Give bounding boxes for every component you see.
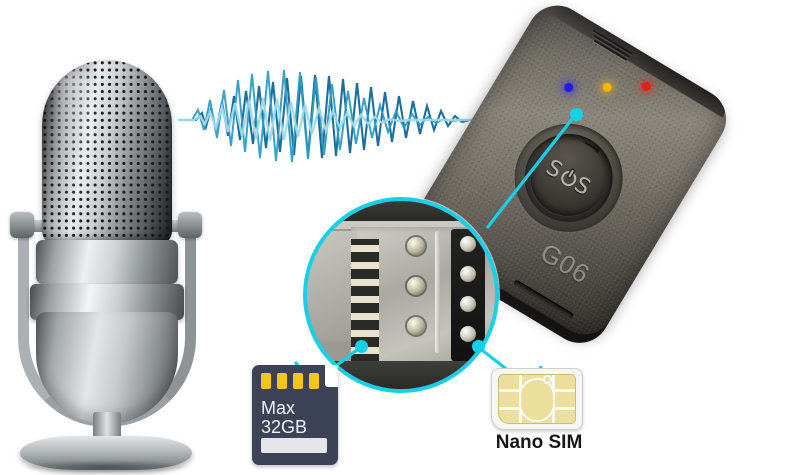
- pcb-macro-photo: [307, 201, 495, 389]
- sim-slot-closeup-inset: [303, 197, 499, 393]
- microphone-pivot-knob-right: [178, 212, 202, 238]
- tray-rivet-3: [407, 317, 425, 335]
- microphone-grille: [42, 60, 172, 245]
- led-indicator-red: [640, 80, 653, 93]
- sd-card-pins: [261, 373, 319, 389]
- microphone-body: [36, 312, 178, 424]
- microphone: [0, 12, 220, 474]
- led-indicator-blue: [562, 81, 575, 94]
- sd-card-capacity-line1: Max: [261, 398, 296, 418]
- led-indicator-amber: [601, 81, 614, 94]
- microphone-collar-upper: [36, 240, 178, 284]
- nano-sim-card: [491, 368, 583, 430]
- microphone-pivot-knob-left: [10, 212, 34, 238]
- sos-button[interactable]: S S: [516, 125, 621, 231]
- tray-rivet-2: [407, 277, 425, 295]
- microphone-base-shadow: [18, 460, 194, 474]
- sd-card-capacity: Max 32GB: [261, 399, 307, 437]
- sos-button-label: S S: [542, 155, 596, 201]
- device-model-label: G06: [535, 237, 596, 290]
- sim-chip-nub: [543, 375, 552, 384]
- audio-waveform: [178, 69, 478, 163]
- callout-dot-sos: [570, 108, 583, 121]
- sim-chip-center-pad: [519, 378, 555, 422]
- sd-card: Max 32GB: [252, 365, 338, 465]
- callout-dot-sim: [472, 340, 485, 353]
- nano-sim-caption: Nano SIM: [495, 432, 583, 453]
- microphone-base: [20, 436, 192, 470]
- tray-rail: [435, 231, 440, 353]
- sd-card-capacity-line2: 32GB: [261, 417, 308, 437]
- microphone-grille-highlight: [56, 70, 92, 220]
- tray-rivet-1: [407, 237, 425, 255]
- device-top-edge: [546, 0, 731, 118]
- card-tray-left-plate: [307, 231, 357, 341]
- sos-button-ring: S S: [508, 117, 629, 239]
- sd-card-write-label: [261, 438, 327, 453]
- pcb-light-strip: [307, 221, 495, 229]
- sim-chip-contacts: [498, 374, 576, 424]
- sos-button-bezel: S S: [494, 103, 643, 252]
- sim-contact-pads: [451, 229, 485, 361]
- callout-dot-sdcard: [355, 340, 368, 353]
